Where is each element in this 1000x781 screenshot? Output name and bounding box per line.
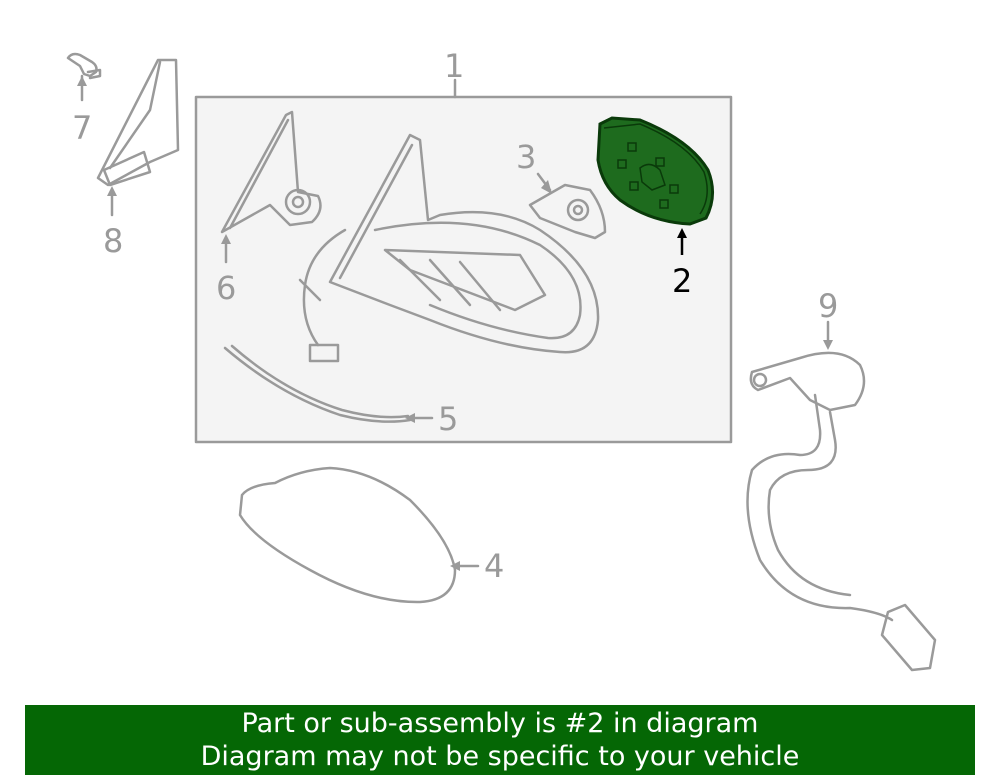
clip-part-7 bbox=[66, 52, 102, 102]
callout-label-7: 7 bbox=[72, 109, 92, 147]
banner-line-1: Part or sub-assembly is #2 in diagram bbox=[241, 708, 759, 739]
callout-label-2: 2 bbox=[672, 262, 692, 300]
callout-label-9: 9 bbox=[818, 287, 838, 325]
banner-line-2: Diagram may not be specific to your vehi… bbox=[200, 741, 800, 772]
callout-label-1: 1 bbox=[444, 47, 464, 85]
cover-part-4 bbox=[238, 466, 480, 604]
callout-label-4: 4 bbox=[484, 547, 504, 585]
parts-diagram: 1 3 4 5 6 7 8 9 2 bbox=[66, 47, 937, 672]
callout-label-8: 8 bbox=[103, 222, 123, 260]
arrowhead-9 bbox=[823, 340, 833, 350]
harness-part-9 bbox=[746, 320, 937, 672]
bracket-part-6 bbox=[220, 110, 322, 264]
callout-label-3: 3 bbox=[516, 138, 536, 176]
cover-part-8 bbox=[96, 58, 180, 217]
info-banner: Part or sub-assembly is #2 in diagram Di… bbox=[25, 705, 975, 775]
arrowhead-6 bbox=[221, 234, 231, 244]
mirror-glass-part-2 bbox=[596, 116, 714, 255]
callout-label-6: 6 bbox=[216, 269, 236, 307]
callout-label-5: 5 bbox=[438, 400, 458, 438]
arrowhead-4 bbox=[450, 561, 460, 571]
arrowhead-7 bbox=[77, 76, 87, 86]
arrowhead-8 bbox=[107, 186, 117, 196]
arrowhead-5 bbox=[405, 413, 415, 423]
mirror-housing-part-1 bbox=[298, 133, 600, 363]
actuator-part-3 bbox=[528, 172, 607, 240]
arrowhead-3 bbox=[541, 180, 552, 194]
